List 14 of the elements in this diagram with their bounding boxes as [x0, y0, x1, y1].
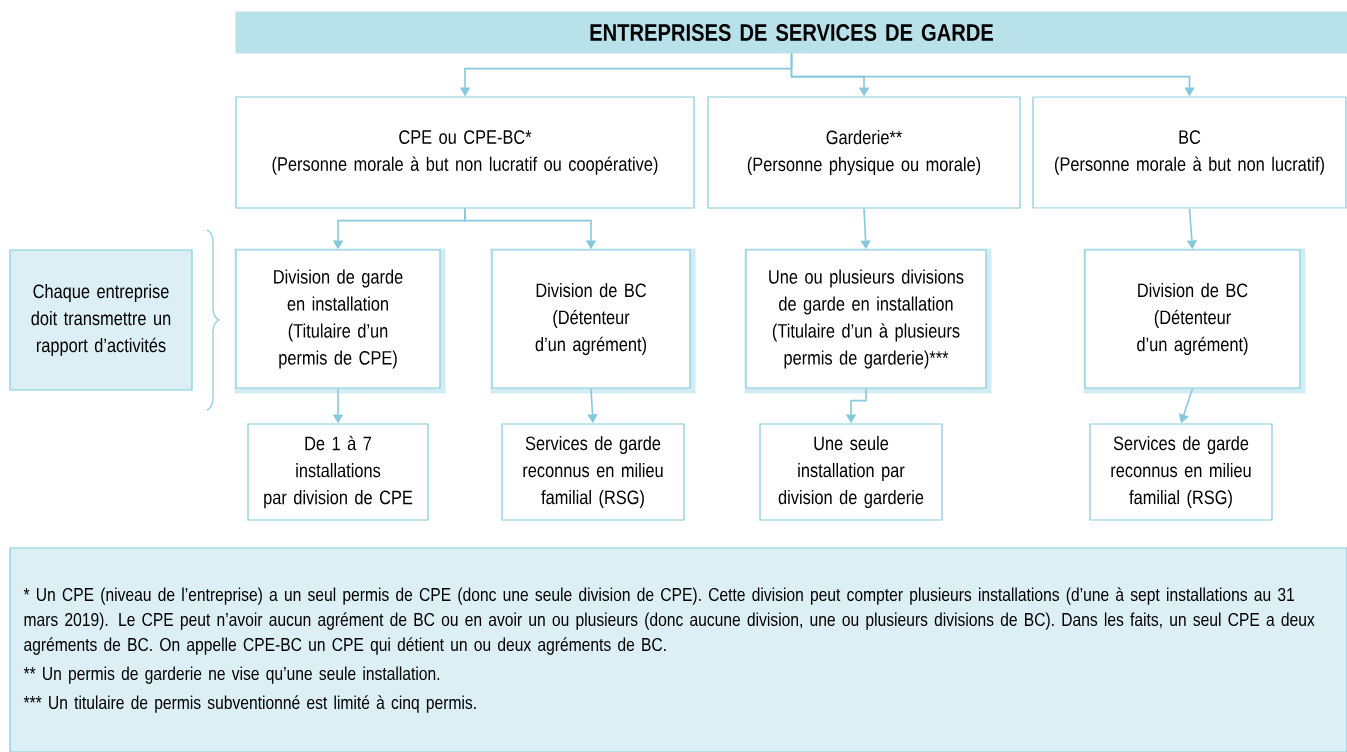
division-box: Une ou plusieurs divisions de garde en installation (Titulaire d’un à plusieurs permis de garderie)***: [744, 248, 992, 394]
facility-box: De 1 à 7 installations par division de CPE: [247, 423, 429, 521]
footnote-panel: * Un CPE (niveau de l’entreprise) a un seul permis de CPE (donc une seule division de CPE). Cette division peut compter plusieurs installations (d’une à sept installations au 31 mars 2019). Le CPE peut n’avoir aucun agrément de BC ou en avoir un ou plusieurs (donc aucune division, une ou plusieurs divisions de BC). Dans les faits, un seul CPE a deux agréments de BC. On appelle CPE-BC un CPE qui détient un ou deux agréments de BC. ** Un permis de garderie ne vise qu’une seule installation. *** Un titulaire de permis subventionné est limité à cinq permis.: [9, 547, 1347, 752]
facility-box: Une seule installation par division de garderie: [759, 423, 943, 521]
division-box: Division de BC (Détenteur d’un agrément): [490, 248, 696, 394]
facility-box: Services de garde reconnus en milieu familial (RSG): [1089, 423, 1273, 521]
note-box: Chaque entreprise doit transmettre un rapport d’activités: [9, 249, 193, 391]
entity-box: BC (Personne morale à but non lucratif): [1032, 96, 1347, 209]
division-box: Division de garde en installation (Titulaire d’un permis de CPE): [234, 248, 446, 394]
division-box: Division de BC (Détenteur d’un agrément): [1083, 248, 1306, 394]
entity-box: CPE ou CPE-BC* (Personne morale à but non lucratif ou coopérative): [235, 96, 695, 209]
entity-box: Garderie** (Personne physique ou morale): [707, 96, 1021, 209]
header-box: ENTREPRISES DE SERVICES DE GARDE: [235, 11, 1347, 54]
facility-box: Services de garde reconnus en milieu familial (RSG): [501, 423, 685, 521]
